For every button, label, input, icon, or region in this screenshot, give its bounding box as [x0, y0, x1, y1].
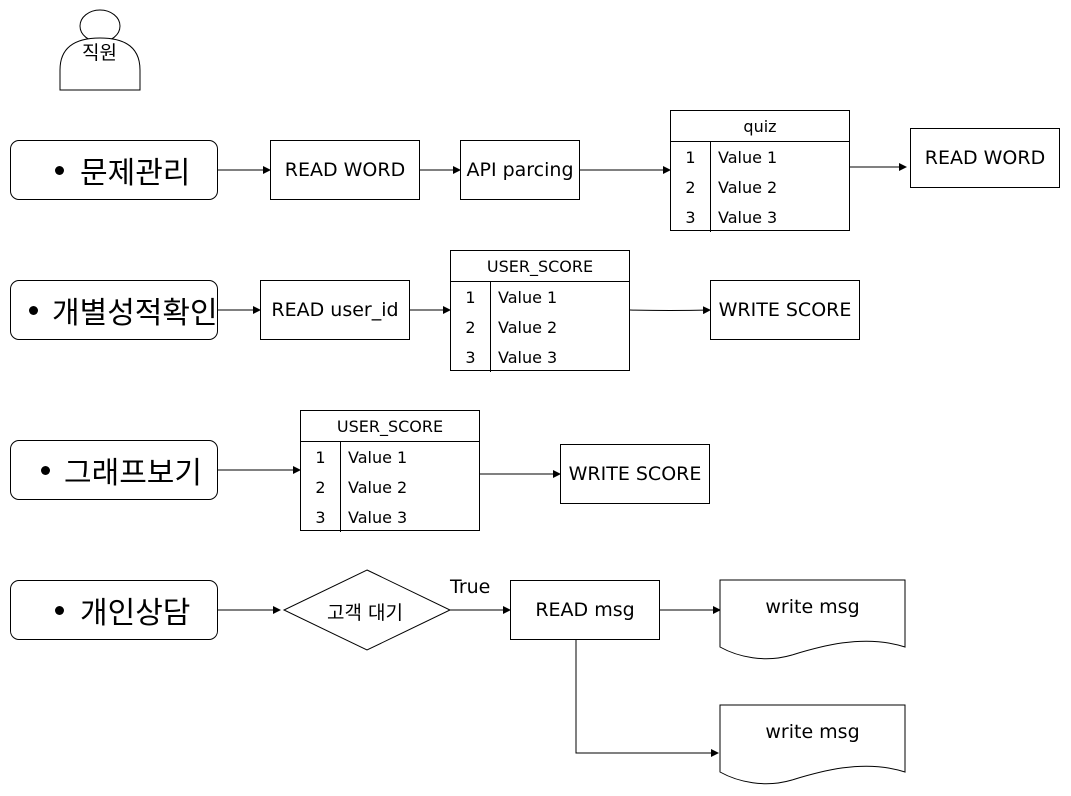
table-row: 1 Value 1	[451, 282, 629, 312]
row-value: Value 3	[498, 347, 558, 367]
doc-write-msg-2[interactable]: write msg	[720, 705, 905, 785]
table-quiz[interactable]: quiz 1 Value 1 2 Value 2 3 Value 3	[670, 110, 850, 232]
row-index: 3	[451, 342, 491, 372]
step-read-user-id[interactable]: READ user_id	[260, 280, 410, 340]
doc-write-msg-1[interactable]: write msg	[720, 580, 905, 660]
row-index: 2	[301, 472, 341, 502]
row-value: Value 3	[718, 207, 778, 227]
table-row: 2 Value 2	[301, 472, 479, 502]
result-read-word[interactable]: READ WORD	[910, 128, 1060, 188]
category-box-3[interactable]: 그래프보기	[10, 440, 218, 500]
edge-row2-table-to-result	[629, 306, 711, 315]
table-row: 3 Value 3	[301, 502, 479, 532]
table-row: 1 Value 1	[301, 442, 479, 472]
row-value: Value 1	[348, 447, 408, 467]
row-value: Value 2	[348, 477, 408, 497]
table-row: 2 Value 2	[671, 172, 849, 202]
edge-row4-step1-to-doc2	[575, 640, 719, 757]
bullet-icon	[41, 465, 50, 475]
row-value: Value 2	[498, 317, 558, 337]
doc-label: write msg	[765, 721, 860, 743]
category-label: 개별성적확인	[52, 296, 218, 331]
category-label: 그래프보기	[64, 456, 202, 491]
row-index: 3	[671, 202, 711, 232]
actor-label: 직원	[82, 42, 117, 64]
table-title: USER_SCORE	[301, 411, 479, 442]
row-value: Value 3	[348, 507, 408, 527]
row-value: Value 1	[718, 147, 778, 167]
row-index: 2	[671, 172, 711, 202]
row-index: 1	[451, 282, 491, 312]
table-title: quiz	[671, 111, 849, 142]
table-row: 3 Value 3	[671, 202, 849, 232]
category-label: 문제관리	[80, 156, 191, 191]
bullet-icon	[55, 605, 64, 615]
category-box-4[interactable]: 개인상담	[10, 580, 218, 640]
row-index: 1	[301, 442, 341, 472]
category-label: 개인상담	[80, 596, 191, 631]
edge-label-true: True	[450, 576, 491, 598]
row-index: 2	[451, 312, 491, 342]
bullet-icon	[55, 165, 64, 175]
bullet-icon	[29, 305, 38, 315]
result-write-score[interactable]: WRITE SCORE	[560, 444, 710, 504]
category-box-2[interactable]: 개별성적확인	[10, 280, 218, 340]
step-read-msg[interactable]: READ msg	[510, 580, 660, 640]
doc-label: write msg	[765, 596, 860, 618]
row-value: Value 2	[718, 177, 778, 197]
category-box-1[interactable]: 문제관리	[10, 140, 218, 200]
table-row: 1 Value 1	[671, 142, 849, 172]
table-user-score[interactable]: USER_SCORE 1 Value 1 2 Value 2 3 Value 3	[450, 250, 630, 372]
row-index: 1	[671, 142, 711, 172]
table-title: USER_SCORE	[451, 251, 629, 282]
row-index: 3	[301, 502, 341, 532]
table-user-score[interactable]: USER_SCORE 1 Value 1 2 Value 2 3 Value 3	[300, 410, 480, 532]
row-value: Value 1	[498, 287, 558, 307]
decision-label: 고객 대기	[327, 602, 403, 624]
table-row: 3 Value 3	[451, 342, 629, 372]
table-row: 2 Value 2	[451, 312, 629, 342]
step-read-word[interactable]: READ WORD	[270, 140, 420, 200]
result-write-score[interactable]: WRITE SCORE	[710, 280, 860, 340]
step-api-parcing[interactable]: API parcing	[460, 140, 580, 200]
